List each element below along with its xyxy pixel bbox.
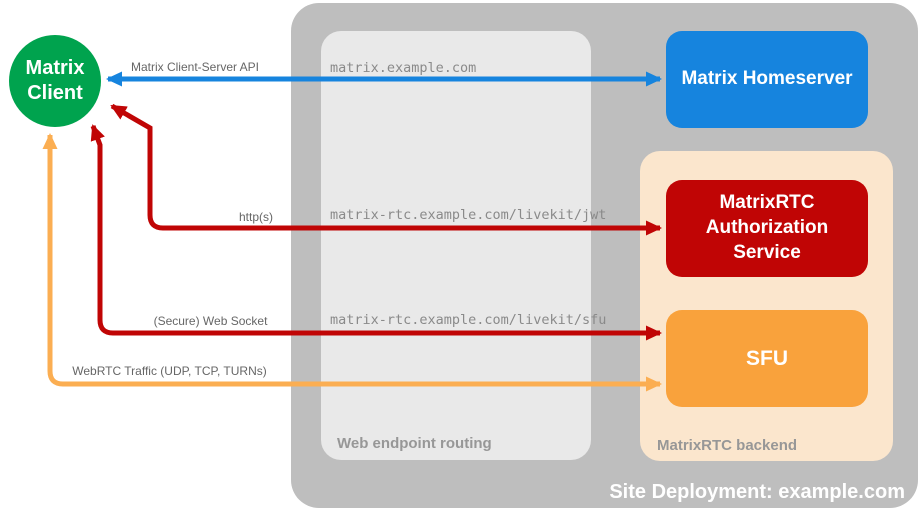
endpoint-livekit-jwt: matrix-rtc.example.com/livekit/jwt [330,207,607,223]
https-arrow-label: http(s) [238,210,273,224]
websocket-arrow-label: (Secure) Web Socket [153,314,268,328]
client-server-api-arrow-label: Matrix Client-Server API [130,60,260,74]
auth-service-label: MatrixRTC Authorization Service [705,192,829,263]
web-endpoint-routing-box [321,31,591,460]
auth-service-node: MatrixRTC Authorization Service [666,180,868,277]
sfu-label: SFU [746,346,788,370]
matrix-client-node: Matrix Client [9,35,101,127]
endpoint-livekit-sfu: matrix-rtc.example.com/livekit/sfu [330,312,607,328]
webrtc-arrow-label: WebRTC Traffic (UDP, TCP, TURNs) [72,364,267,378]
matrix-homeserver-node: Matrix Homeserver [666,31,868,128]
sfu-node: SFU [666,310,868,407]
matrix-homeserver-label: Matrix Homeserver [681,68,853,90]
web-endpoint-routing-title: Web endpoint routing [337,435,492,452]
matrixrtc-backend-title: MatrixRTC backend [657,437,798,454]
matrix-client-label: Matrix Client [25,57,85,104]
endpoint-homeserver: matrix.example.com [330,60,477,76]
site-deployment-title: Site Deployment: example.com [609,481,905,503]
